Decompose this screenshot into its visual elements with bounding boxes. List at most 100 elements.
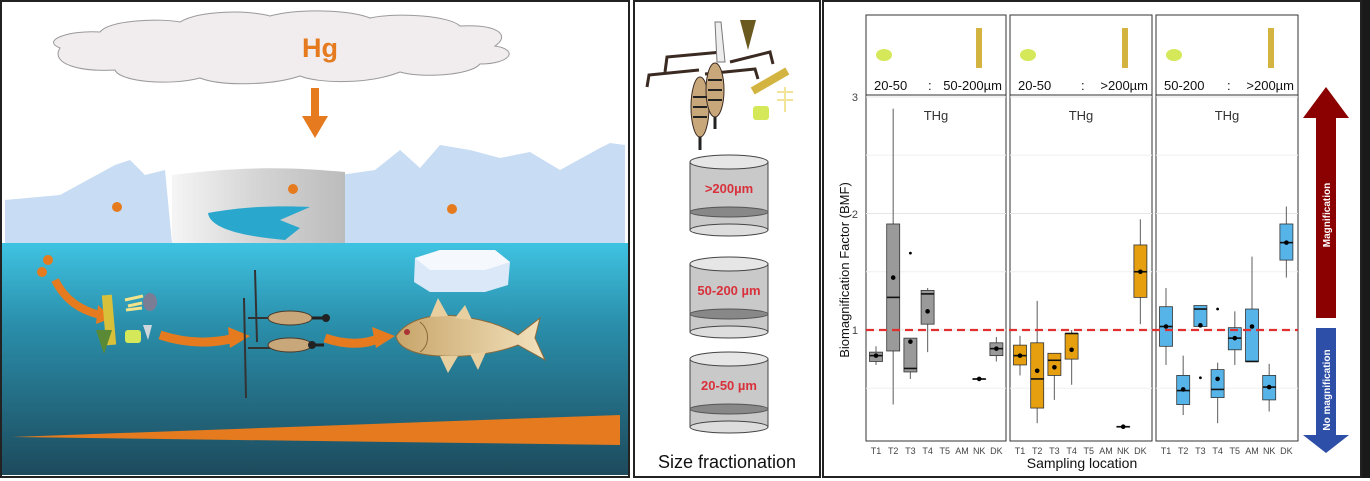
strip-label-right: 50-200µm (943, 78, 1002, 93)
boxplot-T5 (1227, 311, 1242, 365)
x-tick-label: T5 (1230, 446, 1241, 456)
boxplot-T4 (1210, 307, 1225, 424)
sieve-icon: 20-50 µm (689, 351, 769, 434)
mean-point (1232, 335, 1238, 341)
mean-point (908, 339, 913, 344)
boxplot-NK (1116, 424, 1131, 429)
boxplot-T1 (1013, 335, 1027, 376)
strip-label-right: >200µm (1100, 78, 1148, 93)
mean-point (1138, 269, 1143, 275)
x-tick-label: NK (973, 446, 986, 456)
sieve-base (689, 420, 769, 434)
sieve-body (689, 161, 769, 231)
mean-point (1180, 387, 1186, 392)
box (1245, 308, 1259, 362)
boxplot-NK (1262, 363, 1277, 412)
x-tick-label: T2 (1032, 446, 1043, 456)
y-axis: 3 2 1 Biomagnification Factor (BMF) (837, 92, 858, 358)
x-tick-label: T2 (1178, 446, 1189, 456)
x-tick-label: AM (955, 446, 969, 456)
boxplot-NK (972, 376, 987, 382)
x-tick-label: T2 (888, 446, 899, 456)
mean-point (994, 346, 999, 351)
boxplot-T3 (1193, 305, 1208, 380)
plankton-icon (1020, 49, 1036, 61)
x-tick-label: AM (1245, 446, 1259, 456)
plankton-icon (1166, 49, 1182, 61)
x-tick-label: NK (1263, 446, 1276, 456)
x-tick-label: DK (990, 446, 1003, 456)
boxplot-DK (1279, 206, 1294, 278)
biomagnification-wedge (12, 415, 620, 445)
sieve-label: 20-50 µm (701, 378, 757, 393)
strip-label-separator: : (1227, 78, 1231, 93)
x-tick-label: T3 (1195, 446, 1206, 456)
hg-label: Hg (302, 33, 338, 63)
mean-point (1249, 324, 1255, 329)
sieve-mesh (689, 308, 769, 320)
boxplot-DK (989, 336, 1004, 362)
mean-point (1017, 353, 1023, 358)
x-axis-title: Sampling location (1027, 455, 1138, 471)
x-tick-label: DK (1280, 446, 1293, 456)
food-web-illustration: Hg (2, 10, 628, 475)
outlier-point (1199, 376, 1202, 380)
sieve-body (689, 263, 769, 333)
mean-point (1284, 240, 1289, 245)
y-tick-label: 3 (852, 92, 858, 104)
mean-point (1052, 364, 1057, 370)
plankton-icon (1268, 28, 1274, 68)
cloud-icon (53, 10, 510, 85)
boxplot-T2 (1176, 355, 1191, 416)
facet-title: THg (924, 108, 949, 123)
x-tick-label: T5 (940, 446, 951, 456)
mean-point (1163, 324, 1169, 329)
box (920, 289, 935, 325)
boxplot-T1 (1159, 288, 1173, 365)
x-tick-label: T5 (1084, 446, 1095, 456)
phytoplankton-icon (96, 293, 157, 354)
boxplot-T4 (1064, 330, 1079, 385)
ice-mountains-icon (5, 143, 625, 243)
x-tick-label: T4 (922, 446, 933, 456)
magnification-label: Magnification (1322, 183, 1333, 247)
sieve-mesh (689, 403, 769, 415)
box (1210, 369, 1225, 398)
boxplot-DK (1133, 219, 1148, 325)
sieve-base (689, 223, 769, 237)
sieve-base (689, 325, 769, 339)
strip-label-separator: : (1081, 78, 1085, 93)
boxplot-T2 (1030, 300, 1045, 424)
x-tick-label: T4 (1066, 446, 1077, 456)
x-tick-label: T3 (905, 446, 916, 456)
box (1047, 352, 1062, 376)
mean-point (1120, 424, 1126, 429)
box (1064, 333, 1079, 360)
sieve-rim (689, 154, 769, 170)
copepod-icon (243, 269, 330, 399)
food-web-scene-panel: Hg (0, 0, 630, 478)
y-axis-title: Biomagnification Factor (BMF) (837, 182, 852, 358)
strip-label-left: 50-200 (1164, 78, 1204, 93)
plankton-icon (1122, 28, 1128, 68)
x-tick-label: DK (1134, 446, 1147, 456)
x-tick-label: NK (1117, 446, 1130, 456)
x-tick-label: T3 (1049, 446, 1060, 456)
sieve-icon: >200µm (689, 154, 769, 237)
plankton-icon (876, 49, 892, 61)
boxplot-AM (1245, 256, 1259, 363)
boxplot-T1 (869, 346, 883, 365)
x-tick-label: T1 (871, 446, 882, 456)
panel-strip-header: 20-50:>200µm (1009, 14, 1153, 96)
deposition-arrow-icon (302, 88, 328, 138)
mean-point (976, 376, 982, 382)
food-chain-arrow-icon (158, 327, 395, 348)
outlier-point (909, 251, 912, 255)
outlier-point (1216, 307, 1219, 311)
mean-point (873, 353, 879, 358)
panel-strip-header: 50-200:>200µm (1155, 14, 1299, 96)
plankton-icon (976, 28, 982, 68)
